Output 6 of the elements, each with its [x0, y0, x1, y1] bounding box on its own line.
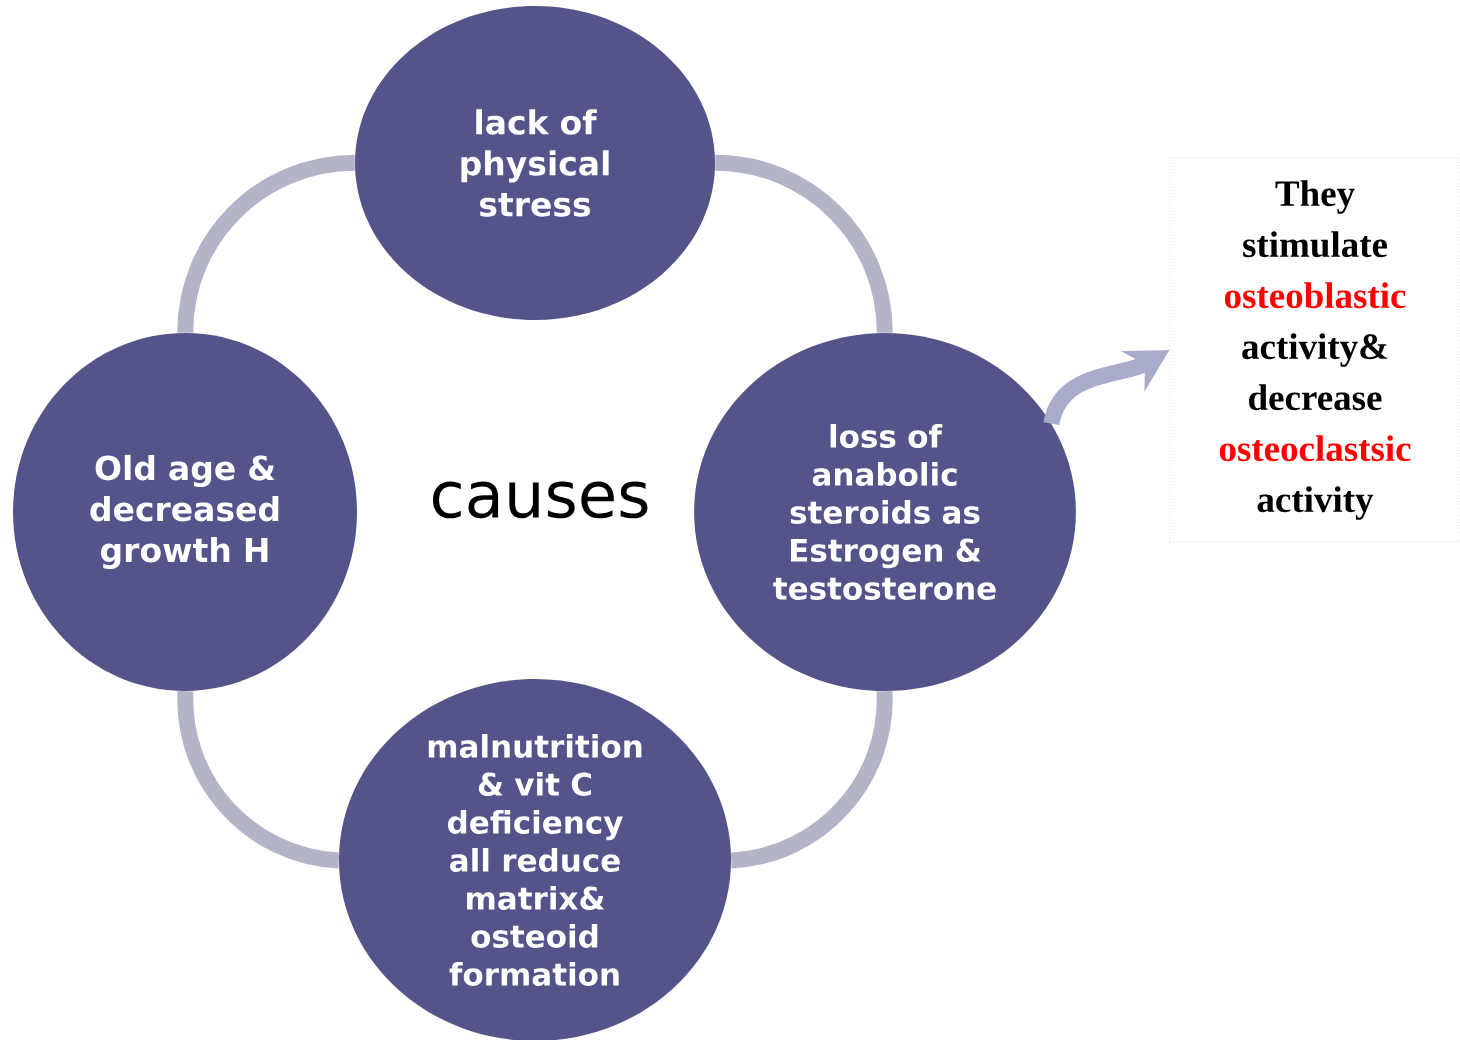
connector-arc — [177, 691, 340, 869]
center-label: causes — [433, 481, 648, 519]
connector-arc — [730, 691, 893, 869]
text-box: They stimulate osteoblastic activity& decrease osteoclastsic activity — [1169, 157, 1460, 543]
connector-arc — [714, 154, 893, 334]
connector-arc — [177, 154, 356, 334]
